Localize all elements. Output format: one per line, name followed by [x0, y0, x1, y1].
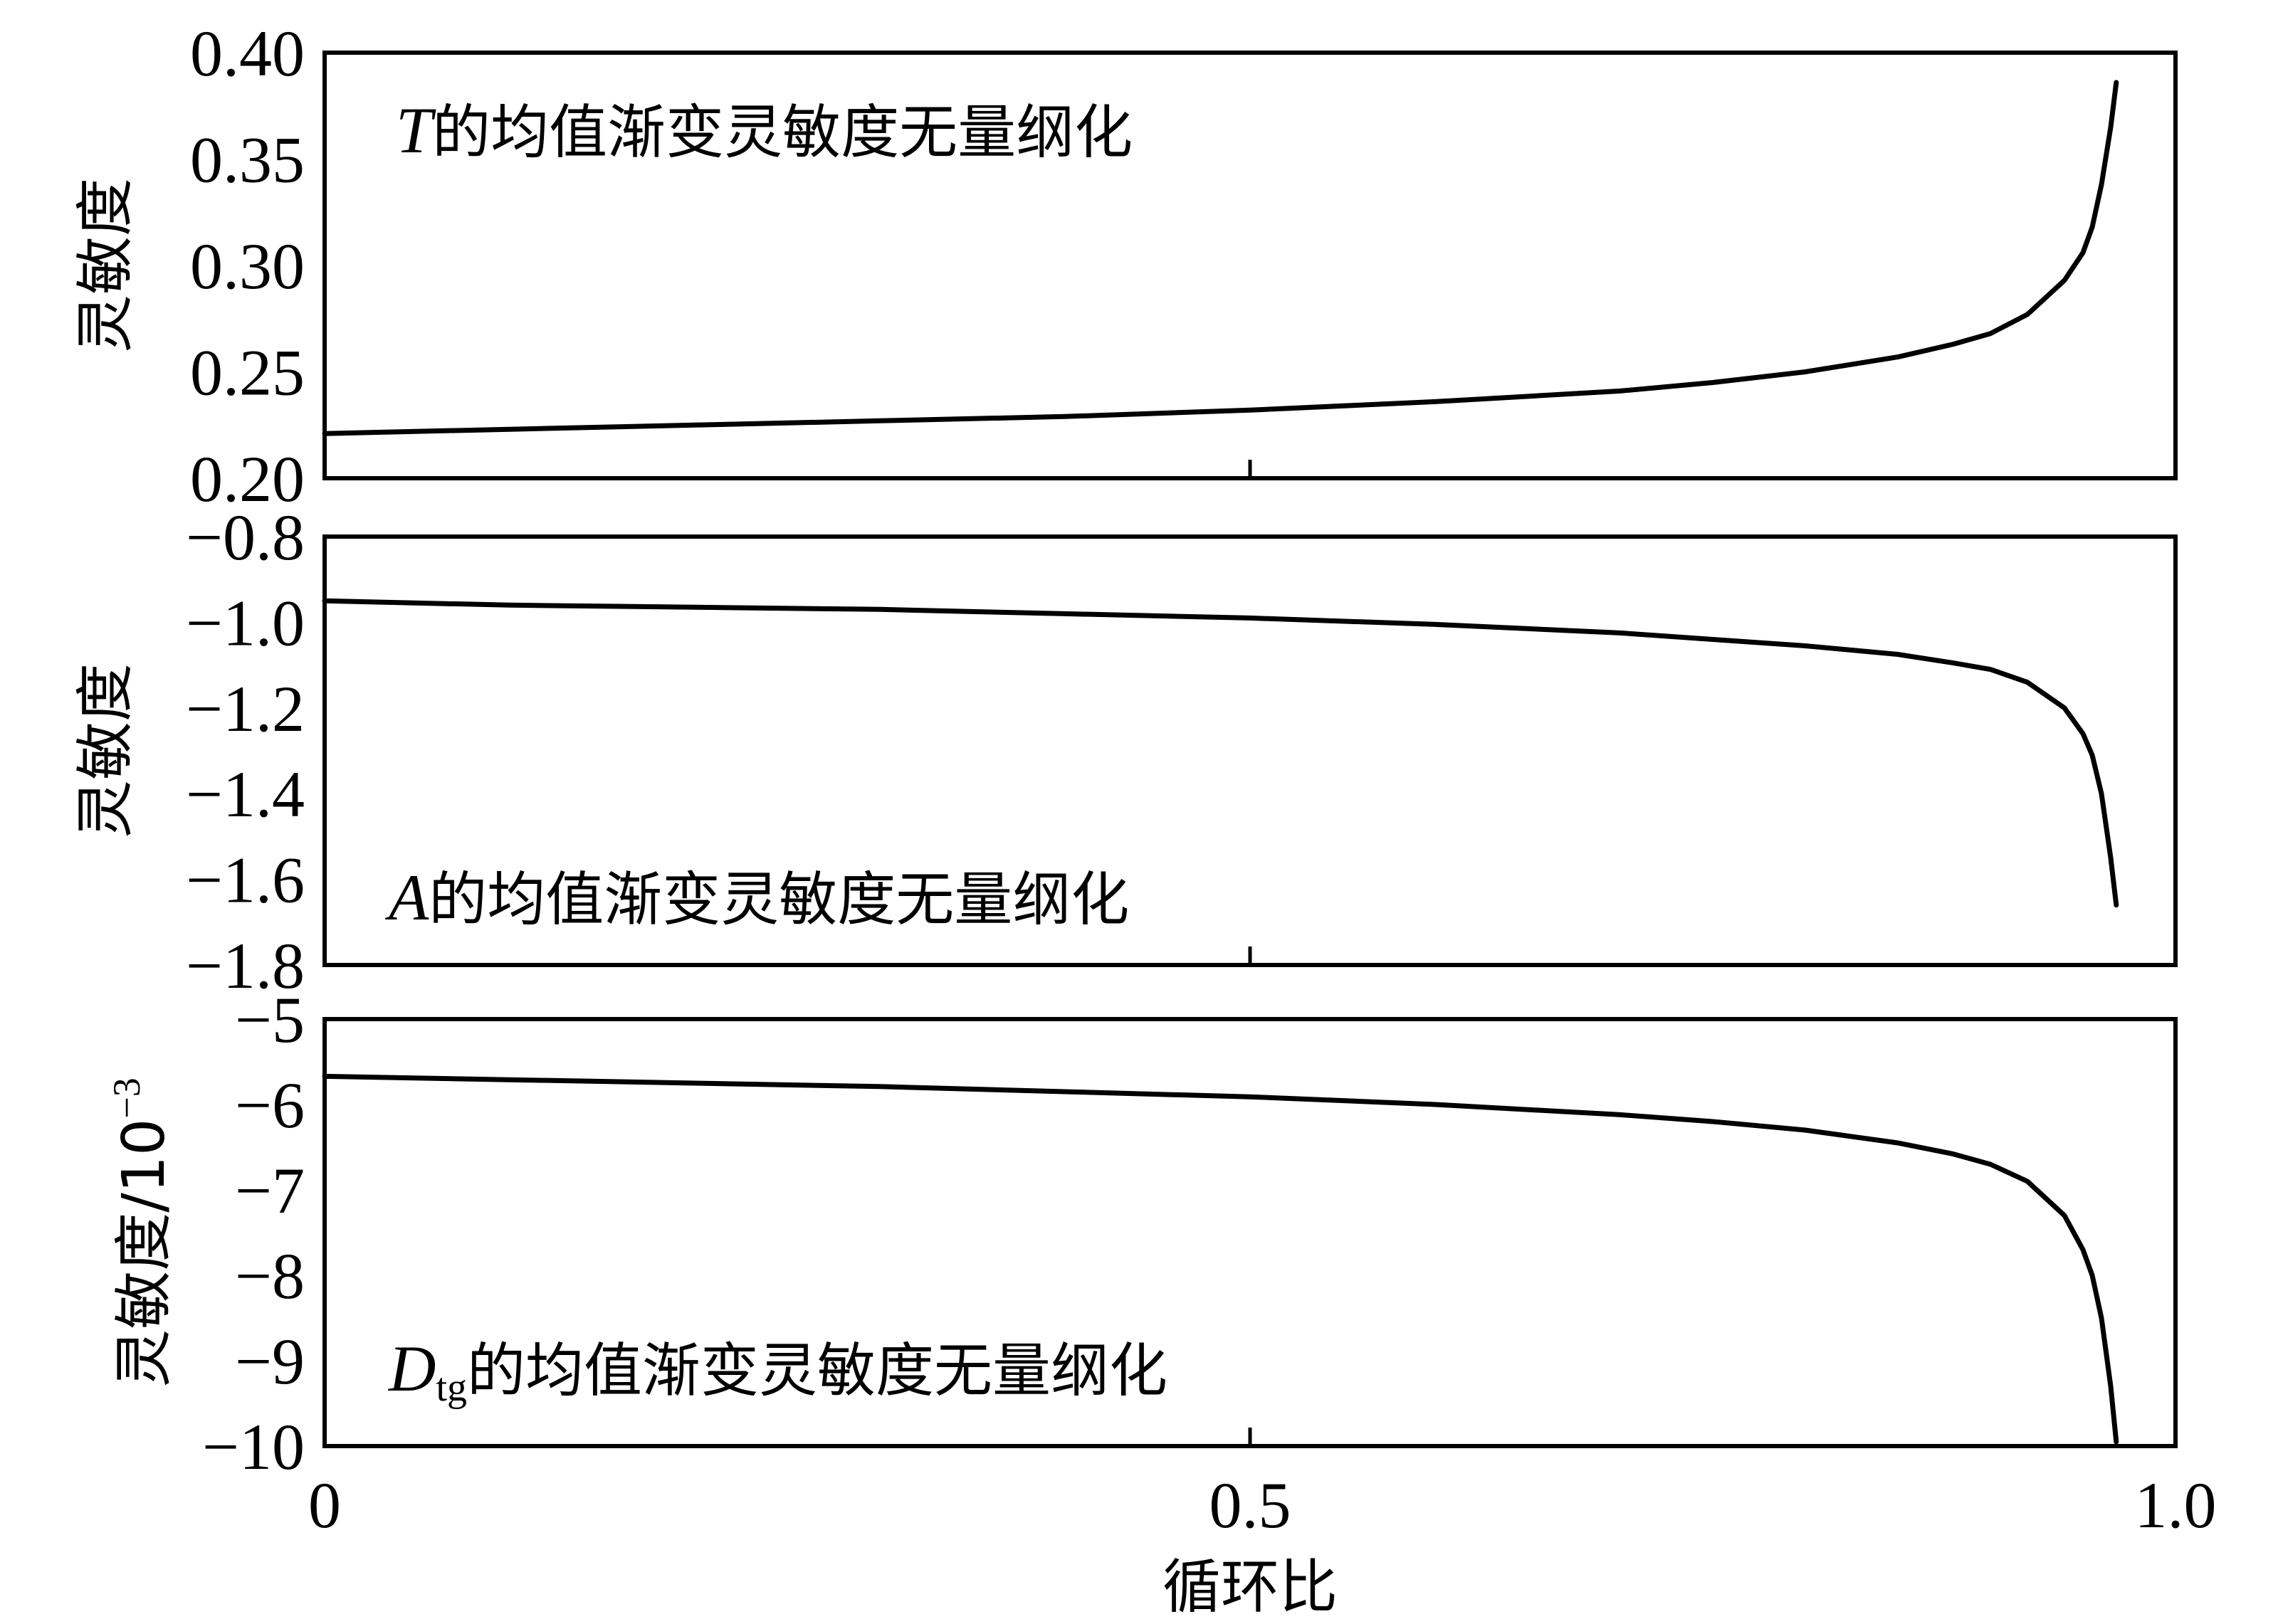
y-axis-label-text: 灵敏度	[72, 178, 140, 353]
panel-middle: −1.8 −1.6 −1.4 −1.2 −1.0 −0.8 灵敏度 A的均值渐变灵敏度无量纲化	[72, 501, 2178, 1002]
y-tick-label: −1.4	[186, 758, 305, 831]
x-axis-label: 循环比	[1162, 1554, 1338, 1621]
series-line	[322, 598, 2119, 908]
x-tick-label: 1.0	[2135, 1469, 2217, 1541]
y-tick-label: −5	[235, 984, 305, 1056]
y-tick-label: 0.25	[190, 337, 305, 409]
y-axis-label: 灵敏度	[72, 663, 140, 838]
annotation-subscript: tg	[436, 1366, 467, 1410]
y-axis-label-superscript: −3	[105, 1077, 148, 1118]
y-tick-label: 0.35	[190, 124, 305, 196]
y-tick-label: −7	[235, 1154, 305, 1227]
y-axis-label: 灵敏度/10−3	[105, 1077, 178, 1387]
y-tick-label: −1.0	[186, 586, 305, 659]
x-tick-label: 0	[308, 1469, 341, 1541]
y-tick-label: −0.8	[186, 501, 305, 574]
y-axis-label-text: 灵敏度/10	[110, 1119, 178, 1388]
y-axis-label-text: 灵敏度	[72, 663, 140, 838]
series-line	[322, 80, 2119, 436]
panel-annotation: Dtg的均值渐变灵敏度无量纲化	[387, 1332, 1167, 1410]
y-tick-label: 0.40	[190, 17, 305, 90]
series-line	[322, 1073, 2119, 1445]
annotation-variable: A	[384, 861, 429, 934]
y-tick-label: −8	[235, 1240, 305, 1312]
y-tick-label: 0.30	[190, 230, 305, 302]
annotation-text: 的均值渐变灵敏度无量纲化	[432, 99, 1133, 167]
panel-bottom: −10 −9 −8 −7 −6 −5 0 0.5 1.0 灵敏度/10−3 循环比 Dtg的均值渐变灵…	[105, 984, 2217, 1621]
y-tick-label: −1.8	[186, 929, 305, 1002]
annotation-text: 的均值渐变灵敏度无量纲化	[429, 866, 1129, 934]
x-tick-label: 0.5	[1209, 1469, 1291, 1541]
y-tick-label: −9	[235, 1325, 305, 1398]
y-tick-label: −1.6	[186, 844, 305, 917]
panel-top: 0.20 0.25 0.30 0.35 0.40 灵敏度 T的均值渐变灵敏度无量纲化	[72, 17, 2178, 515]
y-tick-label: −1.2	[186, 673, 305, 745]
y-axis-label: 灵敏度	[72, 178, 140, 353]
panel-annotation: A的均值渐变灵敏度无量纲化	[384, 861, 1129, 934]
panel-annotation: T的均值渐变灵敏度无量纲化	[396, 94, 1133, 167]
annotation-variable: D	[387, 1332, 436, 1405]
y-tick-label: −10	[202, 1411, 305, 1483]
y-tick-label: 0.20	[190, 443, 305, 515]
annotation-text: 的均值渐变灵敏度无量纲化	[467, 1337, 1167, 1405]
annotation-variable: T	[396, 94, 436, 167]
y-tick-label: −6	[235, 1069, 305, 1141]
